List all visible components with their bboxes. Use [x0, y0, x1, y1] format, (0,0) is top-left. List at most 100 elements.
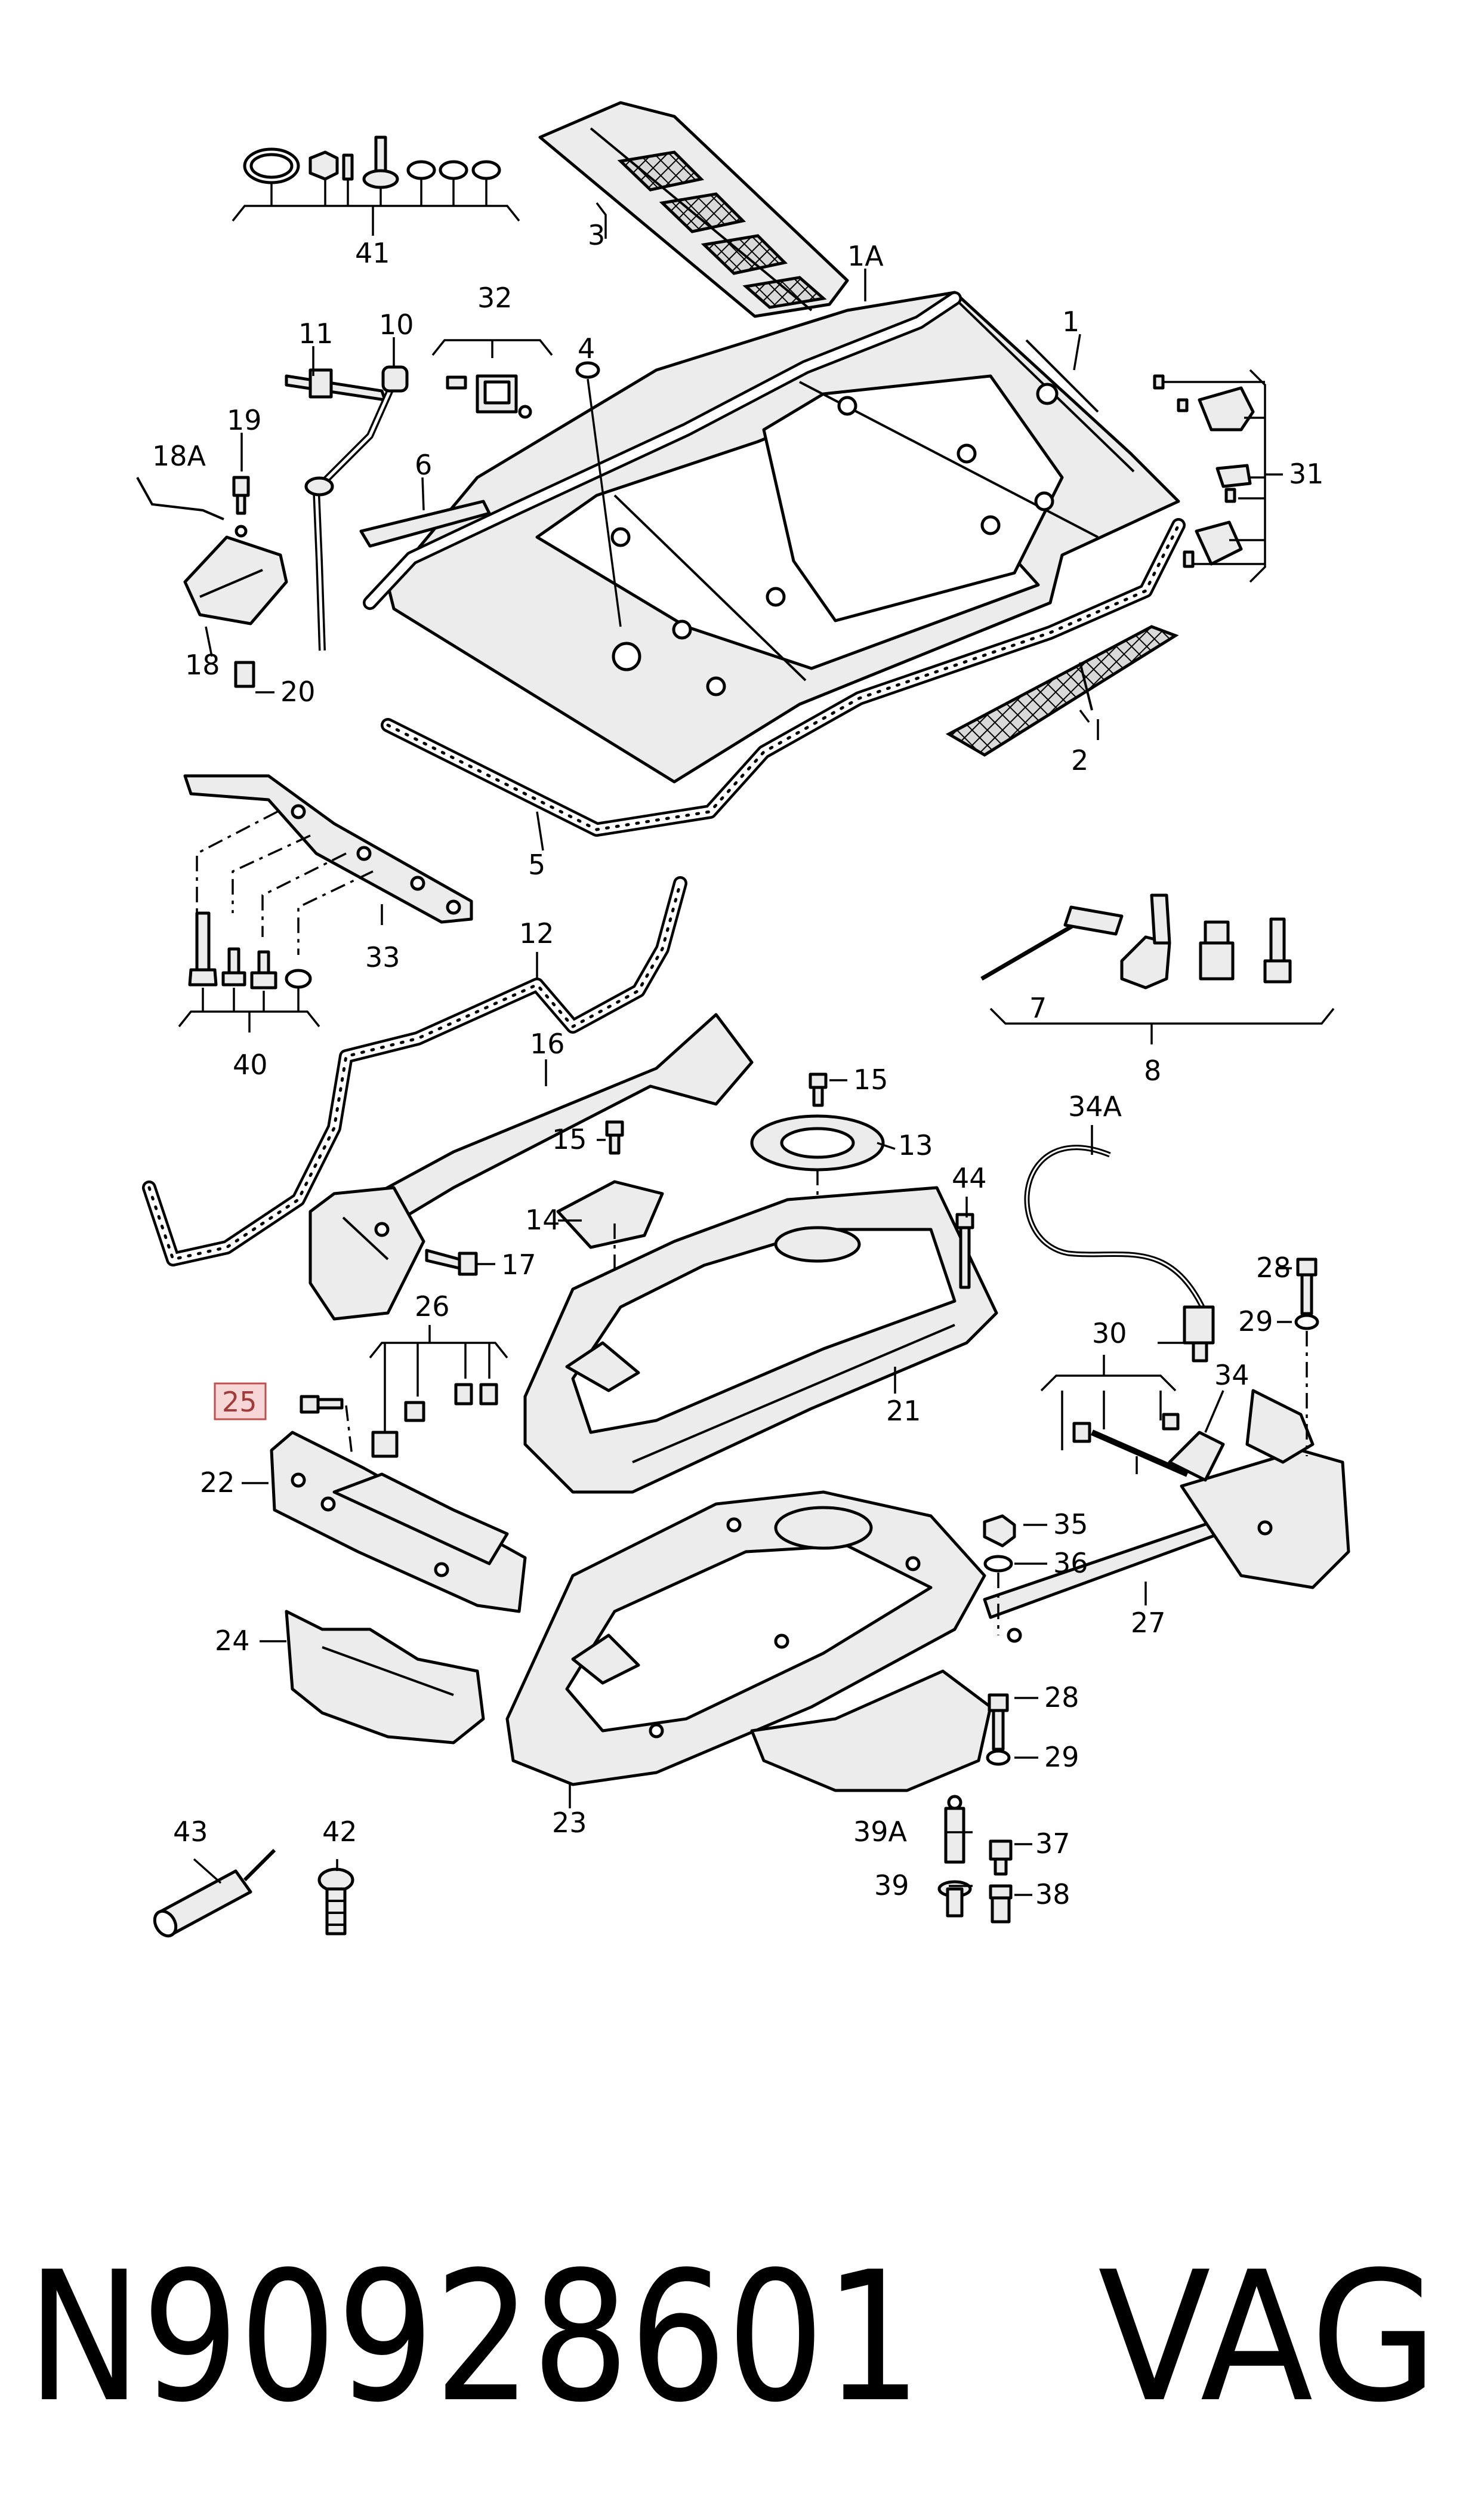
label-31: 31: [1289, 458, 1324, 490]
label-37: 37: [1035, 1827, 1070, 1860]
label-26: 26: [415, 1290, 450, 1323]
part-15-screw-b: [597, 1120, 624, 1155]
label-33: 33: [365, 941, 400, 973]
label-12: 12: [519, 917, 554, 950]
label-2: 2: [1071, 744, 1088, 776]
part-32-clip: [431, 339, 553, 419]
label-3: 3: [588, 219, 605, 251]
part-21-tray: [523, 1186, 998, 1494]
label-44: 44: [952, 1162, 987, 1194]
part-35-nut: [983, 1514, 1016, 1548]
part-38-cap: [989, 1884, 1013, 1924]
label-1A: 1A: [847, 240, 884, 272]
part-18-bracket: [183, 535, 288, 625]
part-41-fastener-set: [232, 135, 520, 236]
part-11-cable-tie: [285, 368, 387, 402]
part-labels: 3 1A 1 41 11 10 32 4 6 31 19 18A 18 20 2…: [152, 219, 1324, 1910]
label-17: 17: [501, 1249, 536, 1281]
part-29-washer-a: [1294, 1314, 1319, 1456]
label-8: 8: [1144, 1055, 1161, 1087]
label-29b: 29: [1044, 1741, 1079, 1773]
label-16: 16: [530, 1028, 565, 1060]
part-33-hinge: [183, 774, 473, 955]
part-4-grommet: [575, 361, 622, 627]
label-18A: 18A: [152, 440, 206, 472]
label-1: 1: [1062, 306, 1079, 338]
part-7-hex-key: [980, 905, 1124, 981]
label-4: 4: [578, 332, 595, 365]
part-1-engine-cover: [386, 291, 1180, 784]
part-24-side-shield: [285, 1610, 485, 1745]
label-22: 22: [200, 1466, 235, 1499]
label-15b: 15: [552, 1123, 587, 1155]
part-17-screw: [425, 1249, 478, 1276]
part-43-tube: [153, 1848, 276, 1938]
label-13: 13: [898, 1129, 933, 1161]
part-2-grille: [945, 625, 1179, 757]
leader-lines: [193, 202, 1292, 1896]
part-25-screw: [300, 1395, 353, 1457]
label-34A: 34A: [1068, 1090, 1122, 1123]
part-16-rail: [308, 1013, 754, 1321]
label-14: 14: [525, 1204, 560, 1236]
part-22-side-shield: [270, 1431, 527, 1613]
label-7: 7: [1029, 992, 1047, 1024]
label-30: 30: [1092, 1317, 1127, 1349]
part-13-gasket: [750, 1114, 885, 1235]
part-18A-strip: [136, 477, 224, 520]
label-28b: 28: [1044, 1681, 1079, 1713]
label-29a: 29: [1238, 1305, 1273, 1337]
part-28-bolt-b: [988, 1693, 1009, 1751]
label-39: 39: [874, 1869, 909, 1901]
part-37-nut: [989, 1839, 1013, 1876]
part-8-tool-kit: [989, 893, 1335, 1044]
part-3-cover-strip: [538, 101, 849, 318]
part-40-bolt-set: [178, 911, 320, 1032]
label-35: 35: [1053, 1508, 1088, 1540]
label-18: 18: [185, 649, 220, 681]
brand: VAG: [1098, 2233, 1438, 2442]
label-42: 42: [322, 1816, 357, 1848]
part-6-strip: [359, 500, 491, 548]
label-25: 25: [222, 1386, 257, 1418]
part-27-frame-rail: [750, 1389, 1350, 1792]
part-1A-seal: [363, 291, 962, 610]
part-29-washer-b: [986, 1749, 1011, 1766]
part-number: N90928601: [27, 2233, 922, 2442]
part-36-washer: [983, 1555, 1013, 1635]
label-21: 21: [886, 1395, 921, 1427]
label-39A: 39A: [853, 1816, 908, 1848]
label-41: 41: [355, 237, 390, 269]
part-26-clip-set: [369, 1325, 508, 1458]
label-28a: 28: [1256, 1252, 1291, 1284]
part-5-seal: [381, 518, 1186, 837]
part-44-bolt: [955, 1213, 974, 1289]
part-23-under-tray: [505, 1490, 986, 1786]
part-15-screw-a: [809, 1072, 847, 1107]
label-20: 20: [280, 676, 316, 708]
part-12-seal: [142, 876, 687, 1266]
label-5: 5: [528, 849, 545, 881]
part-34A-cable: [1024, 1145, 1215, 1363]
label-19: 19: [227, 404, 262, 436]
label-11: 11: [298, 318, 334, 350]
part-30-bolt-set: [1040, 1355, 1189, 1477]
label-40: 40: [233, 1049, 268, 1081]
label-6: 6: [415, 449, 432, 481]
label-32: 32: [477, 282, 513, 314]
part-42-clip: [317, 1867, 354, 1935]
label-23: 23: [552, 1807, 587, 1839]
label-34: 34: [1214, 1359, 1249, 1391]
part-20-stud: [234, 661, 274, 694]
part-39A-sensor: [944, 1795, 965, 1864]
label-24: 24: [215, 1625, 250, 1657]
label-36: 36: [1053, 1547, 1088, 1579]
part-10-hose: [304, 365, 409, 651]
part-31-latch-set: [1153, 369, 1283, 583]
part-19-screw: [232, 476, 250, 538]
part-34-sensor: [1168, 1431, 1225, 1482]
label-10: 10: [379, 309, 414, 341]
highlight-box-25: [214, 1382, 267, 1420]
part-28-bolt-a: [1296, 1258, 1318, 1315]
